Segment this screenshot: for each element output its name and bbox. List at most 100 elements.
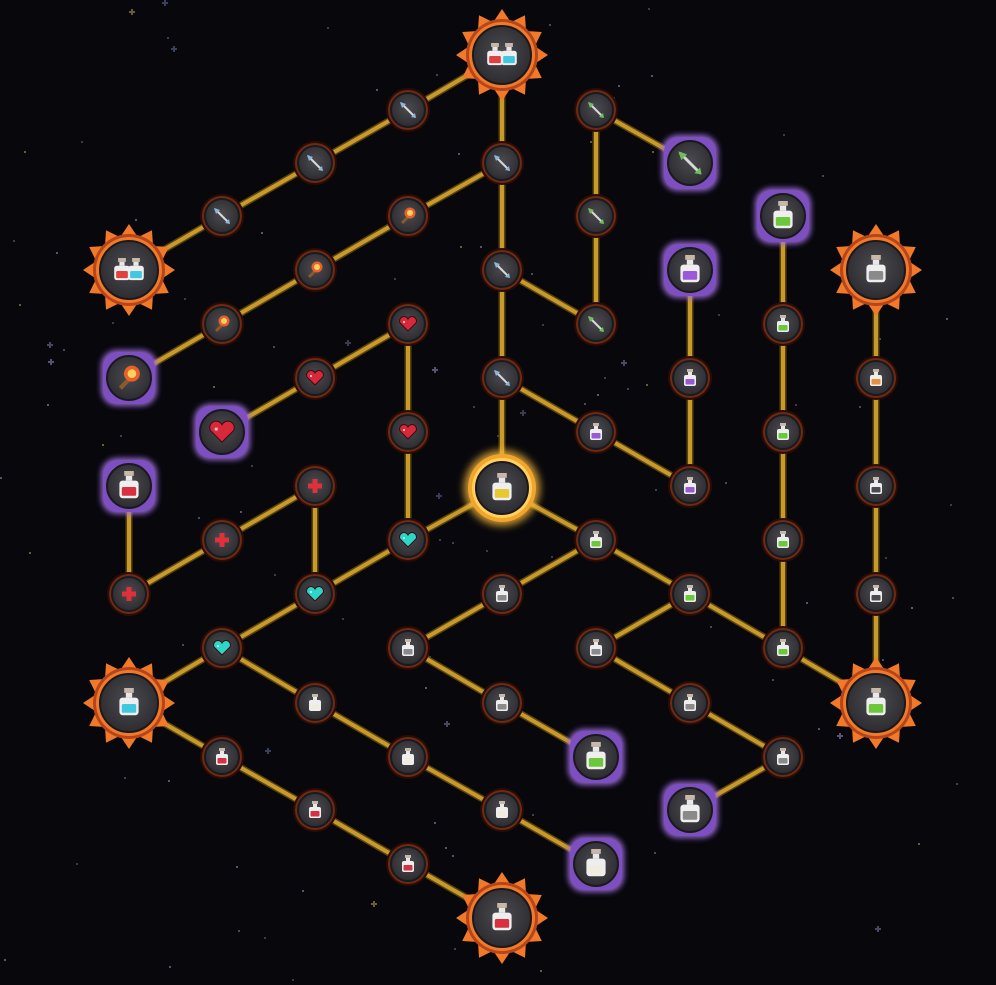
fire-icon (118, 365, 140, 390)
skill-node-n-heart-2[interactable] (293, 356, 337, 400)
star (439, 539, 441, 541)
star (371, 901, 377, 907)
skill-node-n-white-4[interactable] (574, 626, 618, 670)
skill-node-n-greenarrow-2[interactable] (574, 194, 618, 238)
star (837, 733, 843, 739)
purple-potion-icon (590, 423, 602, 440)
skill-node-notable-purple-potion[interactable] (662, 242, 718, 298)
arrow-icon (307, 155, 323, 171)
skill-node-n-red-2[interactable] (293, 788, 337, 832)
skill-node-major-left[interactable] (83, 224, 175, 316)
skill-node-notable-fire[interactable] (101, 350, 157, 406)
star (531, 273, 533, 275)
star (584, 403, 586, 405)
green-potion-icon (777, 423, 789, 440)
skill-node-major-lower-right[interactable] (830, 657, 922, 749)
skill-node-n-fire-3[interactable] (200, 302, 244, 346)
white-potion-icon (866, 255, 886, 283)
skill-node-n-cream-3[interactable] (480, 788, 524, 832)
skill-node-n-fire-1[interactable] (386, 194, 430, 238)
skill-node-n-cross-1[interactable] (293, 464, 337, 508)
skill-node-n-green-3[interactable] (761, 518, 805, 562)
skill-node-n-heart-1[interactable] (386, 302, 430, 346)
cream-potion-icon (309, 694, 321, 711)
star (551, 556, 553, 558)
skill-node-n-white-3[interactable] (480, 681, 524, 725)
skill-node-n-purple-2[interactable] (668, 356, 712, 400)
star (460, 246, 462, 248)
skill-node-major-top[interactable] (456, 9, 548, 101)
star (432, 367, 438, 373)
green-arrow-icon (678, 151, 702, 175)
skill-node-n-green-4[interactable] (574, 518, 618, 562)
arrow-icon (400, 102, 416, 118)
skill-node-n-cream-2[interactable] (386, 735, 430, 779)
green-potion-icon (773, 201, 793, 229)
star (806, 602, 808, 604)
skill-node-n-green-1[interactable] (761, 302, 805, 346)
skill-node-n-cyanheart-2[interactable] (293, 572, 337, 616)
skill-node-n-gray-2[interactable] (854, 572, 898, 616)
red-potion-icon (402, 855, 414, 872)
heart-icon (306, 370, 324, 386)
star (47, 404, 49, 406)
skill-node-notable-green-potion-2[interactable] (568, 729, 624, 785)
skill-node-notable-white-potion[interactable] (662, 782, 718, 838)
double-potion-icon (487, 43, 517, 66)
star (342, 618, 344, 620)
arrow-icon (214, 208, 230, 224)
skill-node-n-arrow-a2[interactable] (293, 141, 337, 185)
heart-icon (209, 420, 235, 443)
skill-node-n-white-5[interactable] (668, 681, 712, 725)
white-potion-icon (496, 585, 508, 602)
skill-node-n-orange-1[interactable] (854, 356, 898, 400)
star (452, 542, 454, 544)
skill-node-n-arrow-b1[interactable] (480, 141, 524, 185)
skill-node-n-arrow-b3[interactable] (480, 356, 524, 400)
skill-node-n-white-2[interactable] (386, 626, 430, 670)
skill-node-n-arrow-a3[interactable] (200, 194, 244, 238)
skill-node-n-greenarrow-3[interactable] (574, 302, 618, 346)
arrow-icon (494, 262, 510, 278)
red-potion-icon (119, 471, 139, 499)
skill-node-major-lower-left[interactable] (83, 657, 175, 749)
skill-node-notable-heart[interactable] (194, 404, 250, 460)
skill-node-n-greenarrow-1[interactable] (574, 88, 618, 132)
skill-node-notable-greenarrow[interactable] (662, 135, 718, 191)
star (436, 74, 438, 76)
skill-node-n-cross-2[interactable] (200, 518, 244, 562)
skill-node-n-cyanheart-1[interactable] (386, 518, 430, 562)
skill-node-notable-red-potion[interactable] (101, 458, 157, 514)
skill-node-major-bottom[interactable] (456, 872, 548, 964)
skill-node-n-red-3[interactable] (386, 842, 430, 886)
skill-node-n-purple-1[interactable] (574, 410, 618, 454)
skill-node-n-green-5[interactable] (668, 572, 712, 616)
skill-node-n-red-1[interactable] (200, 735, 244, 779)
skill-node-n-purple-3[interactable] (668, 464, 712, 508)
star (236, 866, 238, 868)
skill-node-n-green-2[interactable] (761, 410, 805, 454)
star (621, 360, 627, 366)
star (480, 246, 482, 248)
skill-node-n-gray-1[interactable] (854, 464, 898, 508)
skill-node-center[interactable] (464, 450, 540, 526)
skill-node-n-fire-2[interactable] (293, 248, 337, 292)
skill-node-major-right[interactable] (830, 224, 922, 316)
skill-node-n-cream-1[interactable] (293, 681, 337, 725)
skill-node-n-heart-3[interactable] (386, 410, 430, 454)
star (648, 8, 650, 10)
star (532, 814, 534, 816)
orange-potion-icon (870, 369, 882, 386)
skill-node-n-arrow-b2[interactable] (480, 248, 524, 292)
star (859, 406, 861, 408)
skill-node-notable-green-potion[interactable] (755, 188, 811, 244)
skill-node-n-cyanheart-3[interactable] (200, 626, 244, 670)
skill-node-n-white-r1[interactable] (761, 735, 805, 779)
skill-node-n-green-6[interactable] (761, 626, 805, 670)
skill-node-n-arrow-a1[interactable] (386, 88, 430, 132)
skill-node-n-white-1[interactable] (480, 572, 524, 616)
skill-node-n-cross-3[interactable] (107, 572, 151, 616)
star (454, 948, 456, 950)
skill-node-notable-cream-potion[interactable] (568, 836, 624, 892)
star (240, 511, 242, 513)
